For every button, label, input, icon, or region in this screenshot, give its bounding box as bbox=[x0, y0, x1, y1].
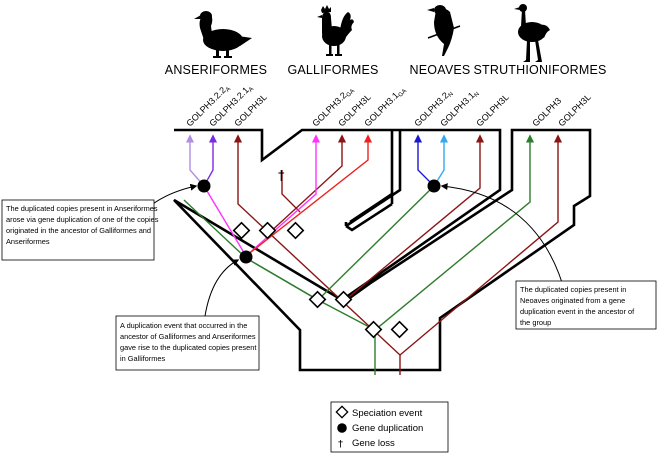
annotation-neoaves: The duplicated copies present in Neoaves… bbox=[515, 280, 657, 330]
gene-label-golph3-1-ga: GOLPH3.1GA bbox=[362, 84, 408, 130]
speciation-event-marker bbox=[286, 221, 305, 240]
speciation-event-marker bbox=[308, 290, 327, 309]
ostrich-silhouette-icon bbox=[514, 4, 550, 62]
svg-text:ancestor of Galliformes and An: ancestor of Galliformes and Anseriformes bbox=[120, 332, 256, 341]
svg-text:originated in the ancestor of: originated in the ancestor of Galliforme… bbox=[6, 226, 151, 235]
legend-speciation-label: Speciation event bbox=[352, 408, 423, 419]
legend-loss-label: Gene loss bbox=[352, 438, 395, 449]
lineage-golph3-n bbox=[413, 134, 449, 187]
lineage-golph3l bbox=[233, 134, 563, 375]
songbird-silhouette-icon bbox=[427, 5, 461, 56]
svg-text:The duplicated copies present: The duplicated copies present in Anserif… bbox=[6, 204, 158, 213]
lineage-golph3-ga bbox=[203, 134, 373, 258]
clade-label-galliformes: GALLIFORMES bbox=[287, 63, 378, 77]
speciation-event-marker bbox=[334, 290, 353, 309]
gene-loss-dagger-icon: † bbox=[278, 169, 285, 184]
gene-duplication-events bbox=[197, 179, 441, 264]
svg-text:the group: the group bbox=[520, 318, 551, 327]
svg-text:in Galliformes: in Galliformes bbox=[120, 354, 165, 363]
speciation-events bbox=[232, 221, 409, 339]
svg-text:Anseriformes: Anseriformes bbox=[6, 237, 50, 246]
speciation-event-marker bbox=[232, 221, 251, 240]
svg-text:A duplication event that occur: A duplication event that occurred in the bbox=[120, 321, 247, 330]
legend-duplication-icon bbox=[337, 423, 347, 433]
annotation-anseriformes: The duplicated copies present in Anserif… bbox=[1, 199, 159, 261]
clade-label-struthioniformes: STRUTHIONIFORMES bbox=[473, 63, 606, 77]
speciation-event-marker bbox=[364, 320, 383, 339]
legend: Speciation event Gene duplication † Gene… bbox=[330, 401, 449, 453]
legend-loss-dagger-icon: † bbox=[338, 439, 343, 450]
duplication-marker-neoaves bbox=[427, 179, 441, 193]
legend-speciation-icon bbox=[335, 405, 349, 419]
svg-text:duplication event in the ances: duplication event in the ancestor of bbox=[520, 307, 635, 316]
speciation-event-marker bbox=[258, 221, 277, 240]
duck-silhouette-icon bbox=[194, 11, 252, 58]
svg-text:The duplicated copies present: The duplicated copies present in bbox=[520, 285, 626, 294]
gene-label-golph3l-neoaves: GOLPH3L bbox=[474, 92, 510, 128]
svg-text:arose via gene duplication of: arose via gene duplication of one of the… bbox=[6, 215, 159, 224]
rooster-silhouette-icon bbox=[317, 5, 354, 56]
duplication-marker-galloanserae bbox=[239, 250, 253, 264]
svg-text:gave rise to the duplicated co: gave rise to the duplicated copies prese… bbox=[120, 343, 256, 352]
clade-label-anseriformes: ANSERIFORMES bbox=[165, 63, 267, 77]
species-tree-outline bbox=[173, 128, 592, 372]
gene-label-golph3l-struthioniformes: GOLPH3L bbox=[556, 92, 592, 128]
speciation-event-marker bbox=[390, 320, 409, 339]
gene-label-golph3-2-ga: GOLPH3.2GA bbox=[310, 84, 356, 130]
lineage-golph3-a bbox=[185, 134, 218, 187]
svg-text:Neoaves originated from a gene: Neoaves originated from a gene bbox=[520, 296, 625, 305]
legend-duplication-label: Gene duplication bbox=[352, 423, 423, 434]
species-tree-notch-neoaves bbox=[349, 192, 393, 224]
duplication-marker-anseriformes bbox=[197, 179, 211, 193]
annotation-galliformes: A duplication event that occurred in the… bbox=[115, 315, 260, 371]
clade-label-neoaves: NEOAVES bbox=[410, 63, 471, 77]
